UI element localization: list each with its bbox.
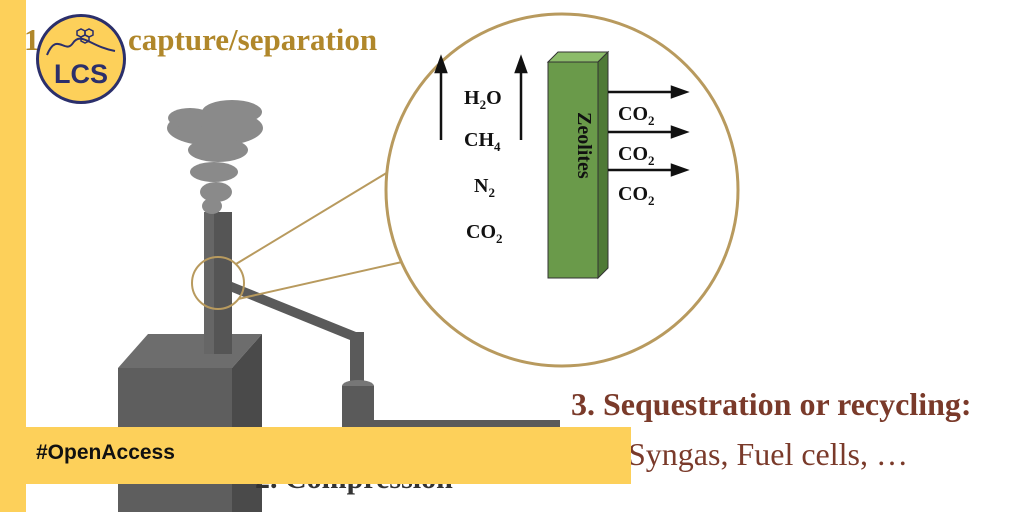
output-label-co2: CO2 — [618, 183, 655, 208]
heading-title: capture/separation — [128, 22, 378, 57]
heading-number: 1 — [24, 22, 40, 57]
gas-label-h2o: H2O — [464, 87, 502, 112]
chimney — [204, 212, 232, 354]
open-access-hashtag[interactable]: #OpenAccess — [36, 441, 175, 464]
output-arrows — [608, 85, 690, 177]
open-access-banner — [26, 427, 631, 484]
upward-arrows — [434, 54, 528, 140]
gas-label-co2-feed: CO2 — [466, 221, 503, 246]
gas-label-ch4: CH4 — [464, 129, 501, 154]
factory-building — [118, 334, 262, 512]
step3-label: 3. Sequestration or recycling: — [571, 386, 972, 422]
zeolite-membrane — [546, 50, 610, 280]
logo-text: LCS — [54, 59, 108, 89]
lcs-logo: LCS — [36, 14, 126, 104]
output-label-co2: CO2 — [618, 103, 655, 128]
pipe — [232, 282, 364, 392]
gas-label-n2: N2 — [474, 175, 495, 200]
logo-graphic-icon — [46, 28, 116, 56]
left-accent-bar — [0, 0, 26, 512]
smoke-plume — [167, 100, 263, 214]
zeolites-label: Zeolites — [573, 112, 595, 179]
zoom-callout — [191, 12, 740, 368]
step3-sublabel: Syngas, Fuel cells, … — [628, 436, 908, 472]
output-label-co2: CO2 — [618, 143, 655, 168]
